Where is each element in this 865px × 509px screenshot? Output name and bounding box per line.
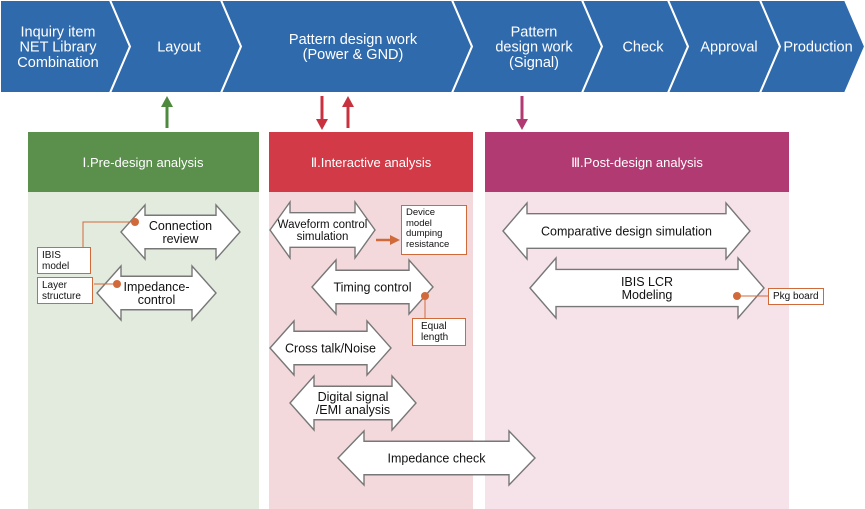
digital-signal-emi-analysis-arrow bbox=[289, 374, 417, 432]
layout-feedback-arrowhead bbox=[161, 96, 173, 107]
panel-post-design: Ⅲ.Post-design analysis bbox=[485, 132, 789, 509]
timing-control-dot bbox=[421, 292, 429, 300]
panel-pre-design: Ⅰ.Pre-design analysis bbox=[28, 132, 259, 509]
chevron-signal-label-line-3: (Signal) bbox=[509, 55, 559, 71]
chevron-signal-label-line-1: Pattern bbox=[511, 24, 558, 40]
ibis-lcr-modeling-label-line-1: IBIS LCR bbox=[621, 275, 673, 289]
callout-ibis-model-line1: IBIS bbox=[42, 250, 61, 261]
waveform-control-simulation-label-line-2: simulation bbox=[297, 231, 349, 243]
callout-device-model: Device model dumping resistance bbox=[401, 205, 467, 255]
impedance-control-dot bbox=[113, 280, 121, 288]
waveform-control-simulation-label-line-1: Waveform control bbox=[278, 219, 368, 231]
power-gnd-down-arrowhead bbox=[316, 119, 328, 130]
callout-layer-structure: Layer structure bbox=[37, 277, 93, 304]
chevron-inquiry-label-line-1: Inquiry item bbox=[21, 24, 96, 40]
post-design-panel-body bbox=[485, 132, 789, 509]
connection-review-label-line-2: review bbox=[162, 232, 199, 246]
callout-layer-structure-line2: structure bbox=[42, 291, 81, 302]
chevron-signal-label-line-2: design work bbox=[495, 40, 573, 56]
pre-design-panel-title: Ⅰ.Pre-design analysis bbox=[83, 155, 204, 170]
timing-control-label-line-1: Timing control bbox=[333, 280, 411, 294]
callout-layer-structure-line1: Layer bbox=[42, 280, 68, 291]
impedance-check-label-line-1: Impedance check bbox=[388, 451, 487, 465]
timing-control-arrow bbox=[311, 258, 434, 316]
comparative-design-simulation-arrow bbox=[502, 201, 751, 261]
cross-talk-noise-label-line-1: Cross talk/Noise bbox=[285, 341, 376, 355]
callout-equal-length: Equal length bbox=[412, 318, 466, 346]
callout-equal-length-line1: Equal bbox=[421, 321, 447, 332]
chevron-power-gnd-label-line-2: (Power & GND) bbox=[303, 47, 404, 63]
callout-ibis-model: IBIS model bbox=[37, 247, 91, 274]
chevron-power-gnd-label-line-1: Pattern design work bbox=[289, 32, 418, 48]
post-design-panel-title: Ⅲ.Post-design analysis bbox=[571, 155, 703, 170]
callout-pkg-board-line1: Pkg board bbox=[773, 291, 819, 302]
device-model-pointer-head bbox=[390, 235, 400, 245]
ibis-lcr-dot bbox=[733, 292, 741, 300]
callout-device-model-line3: dumping bbox=[406, 228, 443, 239]
callout-equal-length-line2: length bbox=[421, 332, 449, 343]
connection-review-dot bbox=[131, 218, 139, 226]
callout-device-model-line2: model bbox=[406, 217, 432, 229]
chevron-inquiry-label-line-3: Combination bbox=[17, 55, 98, 71]
ibis-lcr-modeling-arrow bbox=[529, 256, 765, 320]
power-gnd-up-arrowhead bbox=[342, 96, 354, 107]
callout-pkg-board: Pkg board bbox=[768, 288, 824, 305]
chevron-production-label-line-1: Production bbox=[783, 40, 852, 56]
chevron-check-label-line-1: Check bbox=[622, 40, 664, 56]
impedance-control-label-line-1: Impedance- bbox=[123, 280, 189, 294]
impedance-control-label-line-2: control bbox=[138, 293, 176, 307]
post-design-panel-header bbox=[485, 132, 789, 192]
digital-signal-emi-analysis-label-line-1: Digital signal bbox=[318, 390, 389, 404]
digital-signal-emi-analysis-label-line-2: /EMI analysis bbox=[316, 403, 390, 417]
chevron-approval-label-line-1: Approval bbox=[700, 40, 757, 56]
ibis-model-leader bbox=[82, 221, 135, 247]
impedance-control-arrow bbox=[96, 264, 217, 322]
chevron-layout-label-line-1: Layout bbox=[157, 40, 201, 56]
comparative-design-simulation-label-line-1: Comparative design simulation bbox=[541, 224, 712, 238]
chevron-production bbox=[758, 0, 865, 94]
callout-device-model-line1: Device bbox=[406, 207, 436, 218]
interactive-panel-title: Ⅱ.Interactive analysis bbox=[311, 155, 432, 170]
callout-ibis-model-line2: model bbox=[42, 261, 70, 272]
ibis-lcr-modeling-label-line-2: Modeling bbox=[622, 288, 673, 302]
callout-device-model-line4: resistance bbox=[406, 238, 450, 250]
cross-talk-noise-arrow bbox=[269, 319, 392, 377]
connection-review-arrow bbox=[120, 203, 241, 261]
impedance-check-arrow bbox=[337, 429, 536, 487]
callout-leaders bbox=[82, 221, 768, 318]
interactive-panel-header bbox=[269, 132, 473, 192]
chevron-inquiry-label-line-2: NET Library bbox=[19, 40, 97, 56]
waveform-control-simulation-arrow bbox=[269, 199, 376, 261]
connection-review-label-line-1: Connection bbox=[149, 219, 212, 233]
pre-design-panel-header bbox=[28, 132, 259, 192]
callout-dots bbox=[113, 218, 741, 300]
connector-arrows bbox=[161, 96, 528, 130]
pre-design-panel-body bbox=[28, 132, 259, 509]
signal-down-arrowhead bbox=[516, 119, 528, 130]
